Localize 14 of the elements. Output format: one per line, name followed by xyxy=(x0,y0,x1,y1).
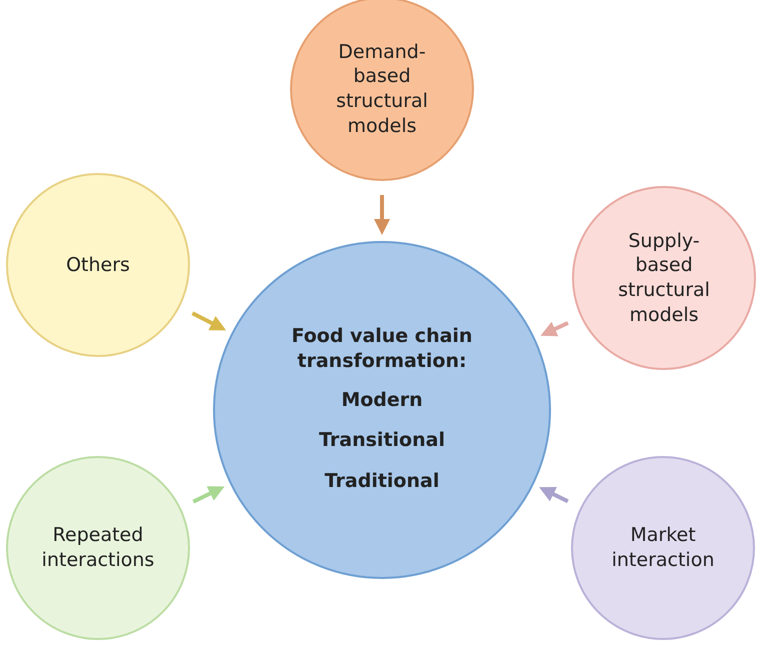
arrow xyxy=(192,311,226,330)
node-label: Others xyxy=(65,252,131,278)
node-title: Food value chain transformation: xyxy=(290,324,474,374)
node-label: Demand-based structural models xyxy=(335,40,429,138)
node-label: Repeated interactions xyxy=(40,523,156,573)
node-label: Market interaction xyxy=(610,523,716,573)
arrow xyxy=(192,486,225,504)
arrow xyxy=(374,195,390,235)
node-item: Traditional xyxy=(324,469,440,494)
node-item: Modern xyxy=(340,388,424,412)
node-label: Supply-based structural models xyxy=(617,228,711,328)
arrow xyxy=(539,487,569,504)
node-item: Transitional xyxy=(318,428,446,454)
arrow xyxy=(540,321,569,336)
